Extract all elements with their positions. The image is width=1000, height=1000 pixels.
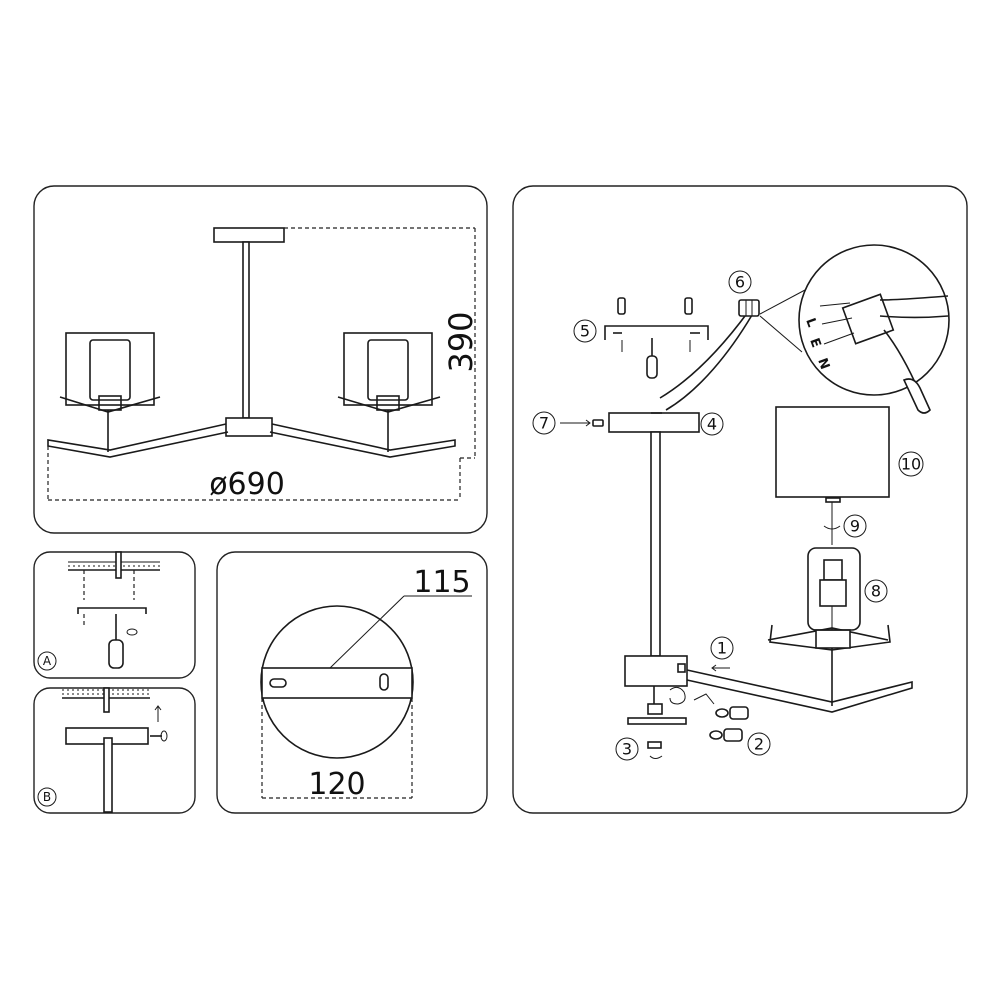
screwdriver-icon (646, 338, 658, 379)
bottom-fittings (627, 686, 687, 759)
mounting-bar (604, 297, 709, 352)
bracket-a (77, 607, 147, 614)
callout-6: 6 (728, 270, 752, 294)
callout-2: 2 (747, 732, 771, 756)
arm (686, 669, 913, 713)
svg-text:5: 5 (580, 322, 590, 341)
svg-text:4: 4 (707, 415, 717, 434)
callout-3: 3 (615, 737, 639, 761)
svg-text:6: 6 (735, 273, 745, 292)
diameter-label: ø690 (209, 467, 285, 502)
lamp-assembly (767, 547, 891, 706)
panel-assembly: L E N 1 2 3 4 5 6 7 (512, 185, 968, 814)
wire-n-label: N (814, 356, 832, 371)
left-lamp (59, 332, 161, 452)
svg-text:8: 8 (871, 582, 881, 601)
base-height-label: 120 (308, 767, 365, 802)
hub (624, 655, 688, 687)
wire-b (665, 314, 753, 411)
svg-text:9: 9 (850, 517, 860, 536)
mounting-bracket (261, 667, 413, 699)
wire-a (659, 311, 749, 399)
set-screw-icon (560, 419, 604, 427)
panel-step-b: B (33, 687, 196, 814)
base-height-dimension (261, 698, 413, 799)
wiring-detail (759, 244, 950, 414)
svg-text:7: 7 (539, 414, 549, 433)
callout-7: 7 (532, 411, 556, 435)
svg-text:2: 2 (754, 735, 764, 754)
base-width-label: 115 (413, 565, 470, 600)
svg-text:1: 1 (717, 639, 727, 658)
arms (47, 423, 456, 458)
right-lamp (337, 332, 441, 452)
ring-nut (823, 497, 841, 545)
callout-9: 9 (843, 514, 867, 538)
leader-line (329, 595, 405, 669)
step-a-label: A (43, 654, 52, 668)
ceiling-plate (213, 227, 285, 243)
suspension-rod (242, 241, 250, 419)
panel-dimensions: 390 ø690 (33, 185, 488, 534)
canopy (608, 412, 700, 433)
panel-base-dimensions: 115 120 (216, 551, 488, 814)
screwdriver-a-icon (108, 614, 124, 669)
width-dimension-line (47, 446, 461, 501)
rod (650, 431, 661, 657)
callout-5: 5 (573, 319, 597, 343)
panel-step-a: A (33, 551, 196, 679)
center-hub (225, 417, 273, 437)
connector-block (738, 299, 760, 317)
screw-b-icon (150, 705, 168, 742)
ceiling-hatch (68, 561, 160, 567)
canopy-circle (260, 605, 414, 759)
svg-text:10: 10 (901, 455, 921, 474)
callout-10: 10 (898, 451, 924, 477)
bulb-sockets (693, 693, 749, 742)
callout-8: 8 (864, 579, 888, 603)
step-b-label: B (43, 790, 51, 804)
lamp-shade (775, 406, 890, 498)
height-dimension-line (284, 227, 476, 459)
callout-1: 1 (710, 636, 734, 660)
svg-text:3: 3 (622, 740, 632, 759)
callout-4: 4 (700, 412, 724, 436)
height-label: 390 (442, 311, 480, 372)
